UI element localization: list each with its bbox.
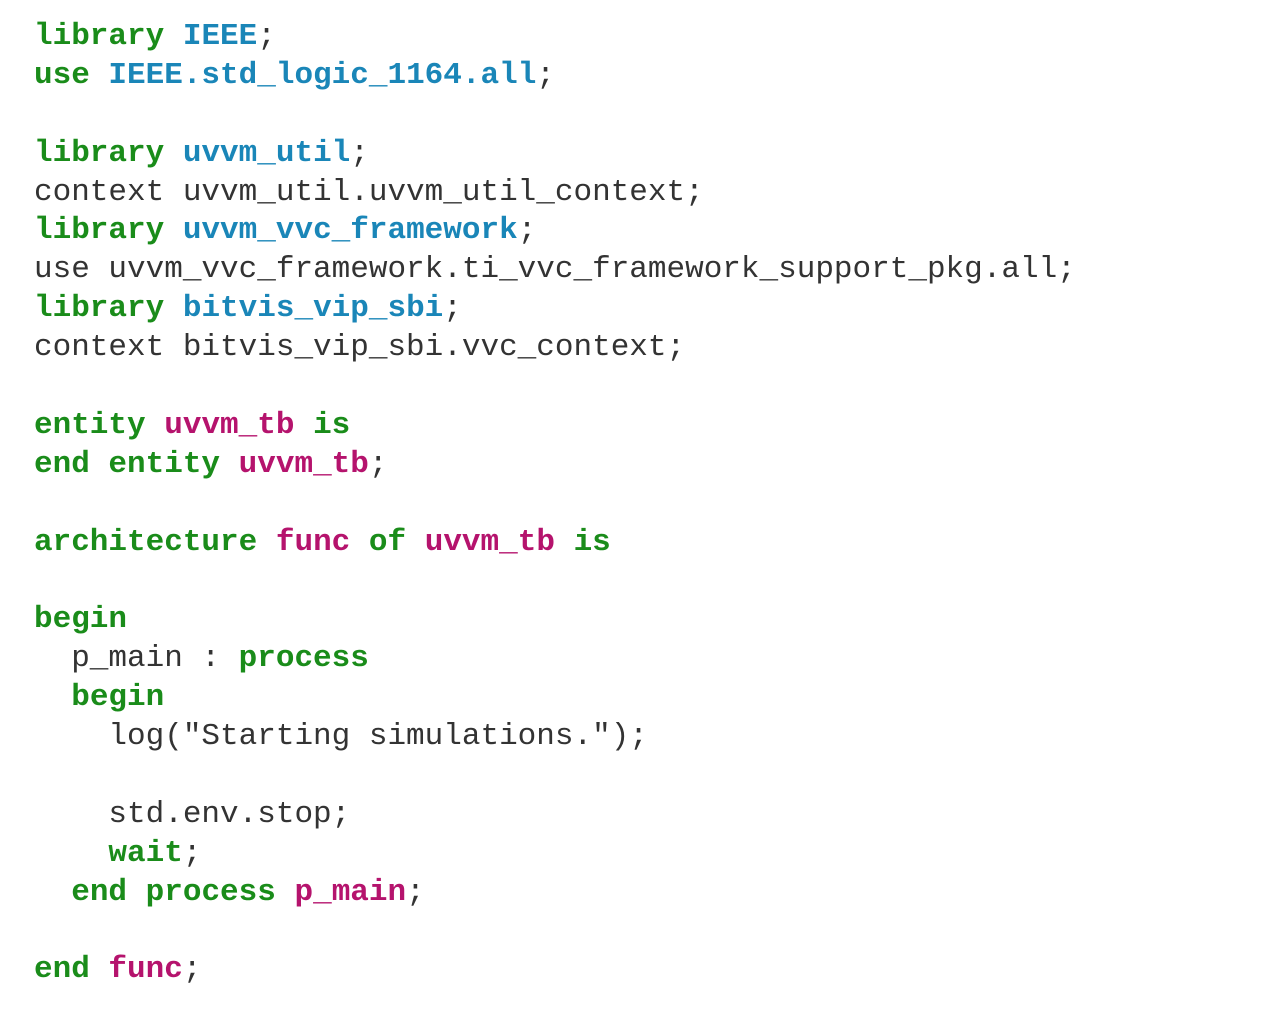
code-line: begin	[34, 679, 1076, 718]
keyword-token: end	[34, 952, 90, 988]
keyword-token: library	[34, 213, 165, 249]
text-token: p_main :	[34, 641, 239, 677]
code-line	[34, 757, 1076, 796]
keyword-token: architecture	[34, 524, 258, 560]
identifier-token: func	[108, 952, 183, 988]
code-line: library IEEE;	[34, 18, 1076, 57]
keyword-token: wait	[108, 835, 183, 871]
text-token	[90, 447, 109, 482]
text-token	[164, 291, 183, 326]
code-line: begin	[34, 601, 1076, 640]
code-line	[34, 96, 1076, 135]
keyword-token: library	[34, 135, 165, 171]
punctuation-token: ;	[368, 446, 388, 482]
code-line: log("Starting simulations.");	[34, 718, 1076, 757]
code-line: library uvvm_util;	[34, 135, 1076, 174]
keyword-token: end	[71, 874, 128, 910]
punctuation-token: ;	[257, 19, 276, 54]
text-token	[257, 525, 276, 560]
keyword-token: entity	[108, 446, 221, 482]
text-token	[294, 408, 313, 443]
code-line	[34, 912, 1076, 951]
keyword-token: library	[34, 291, 165, 327]
text-token	[164, 136, 183, 171]
punctuation-token: ;	[517, 213, 537, 249]
library-name-token: bitvis_vip_sbi	[182, 291, 444, 327]
keyword-token: begin	[71, 680, 165, 716]
text-token	[406, 525, 425, 560]
code-line: end func;	[34, 951, 1076, 990]
text-token: context uvvm_util.uvvm_util_context;	[34, 174, 704, 210]
code-line: end process p_main;	[34, 874, 1076, 913]
punctuation-token: ;	[182, 952, 202, 988]
text-token	[34, 875, 71, 910]
text-token: log("Starting simulations.");	[34, 719, 648, 755]
code-line: context uvvm_util.uvvm_util_context;	[34, 174, 1076, 213]
identifier-token: uvvm_tb	[424, 524, 555, 560]
code-line: use uvvm_vvc_framework.ti_vvc_framework_…	[34, 251, 1076, 290]
keyword-token: of	[368, 524, 407, 560]
code-line	[34, 368, 1076, 407]
keyword-token: use	[34, 57, 90, 93]
keyword-token: process	[145, 874, 276, 910]
punctuation-token: ;	[350, 135, 369, 171]
text-token	[90, 952, 109, 987]
keyword-token: library	[34, 19, 165, 54]
keyword-token: entity	[34, 407, 146, 443]
code-line	[34, 562, 1076, 601]
library-name-token: IEEE.std_logic_1164.all	[108, 57, 537, 93]
library-name-token: uvvm_vvc_framework	[182, 213, 518, 249]
code-line: end entity uvvm_tb;	[34, 446, 1076, 485]
code-line: use IEEE.std_logic_1164.all;	[34, 57, 1076, 96]
punctuation-token: ;	[406, 874, 425, 910]
code-line: std.env.stop;	[34, 796, 1076, 835]
keyword-token: end	[34, 446, 90, 482]
text-token	[127, 875, 146, 910]
text-token	[276, 875, 295, 910]
keyword-token: begin	[34, 602, 128, 638]
code-listing: library IEEE;use IEEE.std_logic_1164.all…	[34, 18, 1076, 990]
text-token	[350, 525, 369, 560]
text-token	[164, 213, 183, 248]
text-token	[34, 680, 71, 715]
punctuation-token: ;	[536, 57, 555, 93]
code-line: architecture func of uvvm_tb is	[34, 524, 1076, 563]
text-token: use uvvm_vvc_framework.ti_vvc_framework_…	[34, 252, 1076, 288]
code-line: context bitvis_vip_sbi.vvc_context;	[34, 329, 1076, 368]
punctuation-token: ;	[182, 835, 202, 871]
keyword-token: is	[313, 407, 351, 443]
keyword-token: process	[238, 641, 369, 677]
text-token	[220, 447, 239, 482]
code-line: entity uvvm_tb is	[34, 407, 1076, 446]
code-line: library uvvm_vvc_framework;	[34, 212, 1076, 251]
text-token	[34, 836, 108, 871]
code-line	[34, 485, 1076, 524]
text-token: std.env.stop;	[34, 796, 351, 832]
identifier-token: uvvm_tb	[238, 446, 369, 482]
library-name-token: uvvm_util	[182, 135, 351, 171]
text-token	[90, 58, 109, 93]
identifier-token: uvvm_tb	[164, 407, 295, 443]
identifier-token: p_main	[294, 874, 407, 910]
code-line: library bitvis_vip_sbi;	[34, 290, 1076, 329]
code-line: p_main : process	[34, 640, 1076, 679]
keyword-token: is	[573, 524, 611, 560]
text-token	[164, 19, 183, 54]
text-token: context bitvis_vip_sbi.vvc_context;	[34, 330, 686, 366]
code-line: wait;	[34, 835, 1076, 874]
text-token	[146, 408, 165, 443]
text-token	[555, 525, 574, 560]
library-name-token: IEEE	[182, 19, 258, 54]
punctuation-token: ;	[443, 291, 462, 327]
identifier-token: func	[275, 524, 351, 560]
